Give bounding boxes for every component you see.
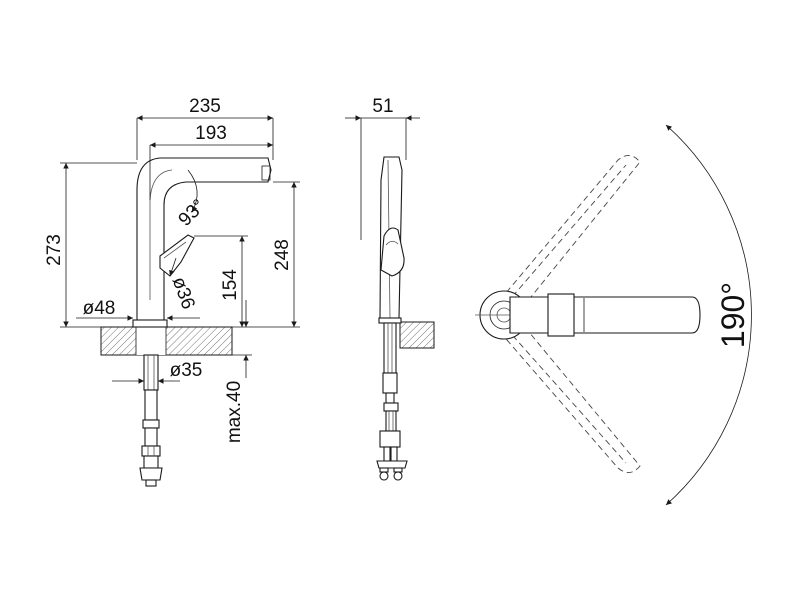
dimension-248: 248: [232, 181, 300, 328]
dimension-48: ø48: [76, 298, 200, 321]
handle-lever-side: [380, 227, 405, 277]
base-plate-front: [132, 319, 168, 328]
swivel-angle-arc: 190°: [665, 124, 752, 506]
dimension-235: 235: [136, 96, 274, 160]
dimension-51-label: 51: [372, 96, 393, 117]
dimension-36-label: ø36: [168, 274, 199, 312]
dimension-51: 51: [345, 96, 420, 240]
side-view: 51: [345, 96, 435, 481]
dimension-273: 273: [44, 162, 137, 328]
dimension-48-label: ø48: [83, 298, 116, 319]
faucet-body-front: [136, 157, 272, 324]
shank-and-hoses-side: [376, 322, 408, 481]
spout-top: [509, 296, 701, 334]
dimension-193: 193: [149, 123, 273, 200]
top-view: 190°: [475, 124, 752, 506]
countertop-section-side: [399, 321, 435, 349]
dimension-max40-label: max.40: [224, 381, 245, 443]
angle-93-label: 93°: [175, 196, 210, 231]
front-view: 235 193 93° 273 248: [44, 96, 300, 487]
swivel-extreme-upper: [499, 155, 641, 319]
dimension-35: ø35: [112, 360, 203, 384]
dimension-35-label: ø35: [170, 360, 203, 381]
dimension-248-label: 248: [272, 239, 293, 271]
shank-and-hoses-front: [139, 354, 163, 487]
dimension-273-label: 273: [44, 234, 65, 266]
dimension-max40: max.40: [224, 300, 252, 443]
dimension-193-label: 193: [195, 123, 227, 144]
dimension-235-label: 235: [189, 96, 221, 117]
dimension-154: 154: [194, 235, 248, 327]
swivel-angle-label: 190°: [715, 282, 751, 348]
dimension-154-label: 154: [220, 269, 241, 301]
countertop-section-front: [100, 326, 233, 356]
swivel-extreme-lower: [499, 313, 641, 473]
handle-lever-front: [159, 234, 195, 277]
